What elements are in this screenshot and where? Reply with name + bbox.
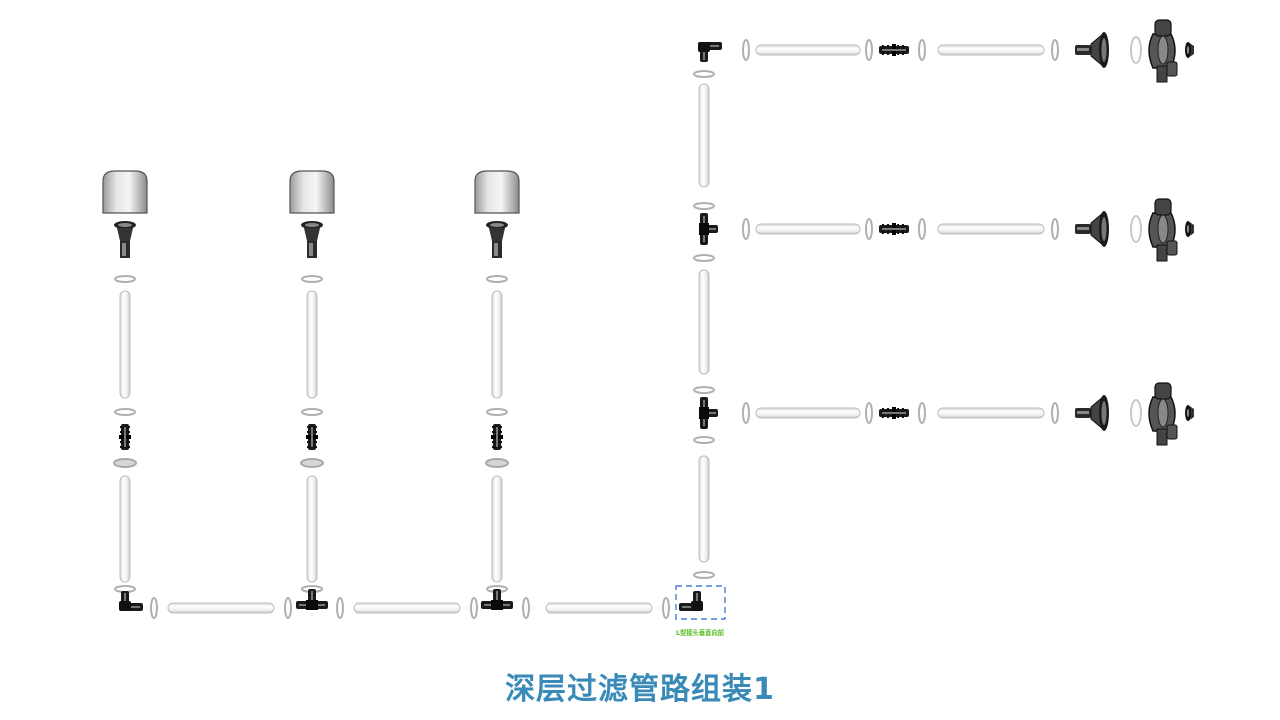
pipe-clamp xyxy=(693,436,715,444)
elbow-connector xyxy=(698,42,722,62)
tri-clamp xyxy=(1148,382,1178,446)
pipe-clamp xyxy=(114,408,136,416)
pipe-clamp xyxy=(693,70,715,78)
sanitary-adapter xyxy=(1075,32,1109,68)
pipe-clamp xyxy=(918,402,926,424)
pipe-clamp xyxy=(522,597,530,619)
tube xyxy=(937,44,1045,56)
gasket xyxy=(1130,36,1142,64)
pipe-clamp xyxy=(301,408,323,416)
elbow-connector xyxy=(119,591,143,611)
pipe-clamp xyxy=(693,202,715,210)
tube xyxy=(937,223,1045,235)
end-cap xyxy=(289,170,335,214)
tube xyxy=(755,407,861,419)
tee-connector xyxy=(481,589,513,610)
tube xyxy=(698,269,710,375)
pipe-clamp xyxy=(693,386,715,394)
tube xyxy=(545,602,653,614)
pipe-clamp xyxy=(485,458,509,468)
sanitary-adapter xyxy=(1075,211,1109,247)
sanitary-adapter xyxy=(1075,395,1109,431)
gasket xyxy=(1130,215,1142,243)
annotation-label: L型接头垂直向前 xyxy=(675,629,725,637)
pipe-clamp xyxy=(662,597,670,619)
tube xyxy=(755,44,861,56)
pipe-clamp xyxy=(470,597,478,619)
tube xyxy=(491,290,503,399)
pipe-clamp xyxy=(918,218,926,240)
pipe-clamp xyxy=(865,402,873,424)
tube xyxy=(119,290,131,399)
tri-clamp xyxy=(1148,19,1178,83)
straight-connector xyxy=(879,407,909,419)
hose-barb-fitting xyxy=(114,221,136,258)
tube xyxy=(755,223,861,235)
tee-connector xyxy=(296,589,328,610)
tube xyxy=(491,475,503,583)
annotation-highlight-box xyxy=(675,585,726,620)
pipe-clamp xyxy=(300,458,324,468)
pipe-clamp xyxy=(284,597,292,619)
gasket xyxy=(1130,399,1142,427)
tee-connector xyxy=(699,397,718,429)
pipe-clamp xyxy=(336,597,344,619)
tube xyxy=(306,475,318,583)
tube xyxy=(353,602,461,614)
tube xyxy=(698,83,710,188)
straight-connector xyxy=(879,44,909,56)
end-cap xyxy=(474,170,520,214)
straight-connector xyxy=(491,424,503,450)
end-cap xyxy=(1185,221,1194,237)
pipe-clamp xyxy=(742,39,750,61)
diagram-title: 深层过滤管路组装1 xyxy=(505,672,775,707)
end-cap xyxy=(102,170,148,214)
pipe-clamp xyxy=(486,408,508,416)
pipe-clamp xyxy=(1051,402,1059,424)
tri-clamp xyxy=(1148,198,1178,262)
straight-connector xyxy=(119,424,131,450)
pipe-clamp xyxy=(301,275,323,283)
pipe-clamp xyxy=(150,597,158,619)
straight-connector xyxy=(879,223,909,235)
pipe-clamp xyxy=(693,254,715,262)
pipe-clamp xyxy=(918,39,926,61)
hose-barb-fitting xyxy=(486,221,508,258)
pipe-clamp xyxy=(865,39,873,61)
straight-connector xyxy=(306,424,318,450)
pipe-clamp xyxy=(113,458,137,468)
pipe-clamp xyxy=(486,275,508,283)
pipe-clamp xyxy=(114,275,136,283)
end-cap xyxy=(1185,405,1194,421)
parts-layer xyxy=(102,19,1194,619)
end-cap xyxy=(1185,42,1194,58)
tube xyxy=(119,475,131,583)
tube xyxy=(167,602,275,614)
hose-barb-fitting xyxy=(301,221,323,258)
tube xyxy=(306,290,318,399)
pipe-clamp xyxy=(1051,39,1059,61)
pipe-clamp xyxy=(693,571,715,579)
elbow-connector xyxy=(679,591,703,611)
pipe-clamp xyxy=(742,402,750,424)
tube xyxy=(937,407,1045,419)
tee-connector xyxy=(699,213,718,245)
pipe-clamp xyxy=(1051,218,1059,240)
pipe-clamp xyxy=(865,218,873,240)
tube xyxy=(698,455,710,563)
pipe-clamp xyxy=(742,218,750,240)
